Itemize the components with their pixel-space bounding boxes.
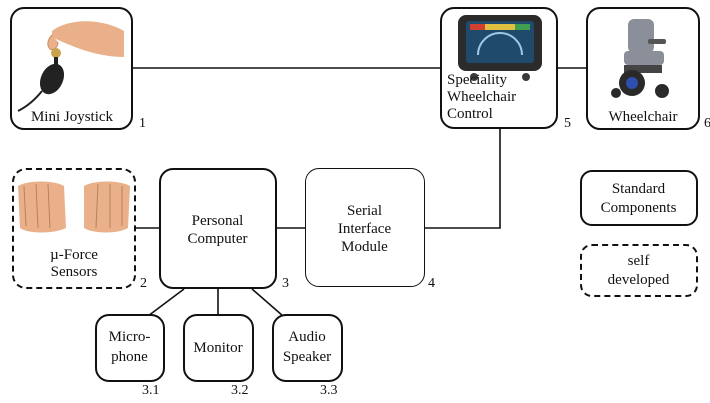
node-wheelchair: Wheelchair bbox=[586, 7, 700, 130]
wheelchair-control-label-1: Speciality bbox=[447, 72, 507, 88]
wheelchair-control-label-2: Wheelchair bbox=[447, 89, 517, 105]
wire-serial-control bbox=[425, 129, 501, 229]
microphone-label-2: phone bbox=[111, 349, 148, 365]
monitor-number: 3.2 bbox=[231, 383, 249, 398]
personal-computer-label-2: Computer bbox=[187, 231, 248, 247]
legend-standard-components: Standard Components bbox=[580, 170, 698, 226]
serial-interface-label-2: Interface bbox=[337, 221, 392, 237]
serial-interface-number: 4 bbox=[428, 276, 435, 291]
mini-joystick-number: 1 bbox=[139, 116, 146, 131]
mini-joystick-label: Mini Joystick bbox=[30, 109, 114, 125]
node-microphone: Micro- phone bbox=[95, 314, 165, 382]
microphone-label-1: Micro- bbox=[108, 329, 151, 345]
microphone-number: 3.1 bbox=[142, 383, 160, 398]
wheelchair-control-label-3: Control bbox=[447, 106, 493, 122]
force-sensors-label-1: µ-Force bbox=[50, 247, 98, 263]
audio-speaker-number: 3.3 bbox=[320, 383, 338, 398]
wire-computer-microphone bbox=[147, 288, 185, 317]
serial-interface-label-3: Module bbox=[341, 239, 388, 255]
audio-speaker-label-1: Audio bbox=[288, 329, 326, 345]
legend-self-developed: self developed bbox=[580, 244, 698, 297]
audio-speaker-label-2: Speaker bbox=[282, 349, 332, 365]
wheelchair-label: Wheelchair bbox=[608, 109, 678, 125]
legend-self-label-1: self bbox=[627, 253, 650, 269]
node-monitor: Monitor bbox=[183, 314, 254, 382]
monitor-label: Monitor bbox=[193, 340, 243, 356]
serial-interface-label-1: Serial bbox=[347, 203, 382, 219]
node-serial-interface: Serial Interface Module bbox=[305, 168, 425, 287]
personal-computer-number: 3 bbox=[282, 276, 289, 291]
wheelchair-icon bbox=[611, 19, 669, 98]
personal-computer-label-1: Personal bbox=[191, 213, 244, 229]
legend-standard-label-1: Standard bbox=[611, 181, 666, 197]
legend-standard-label-2: Components bbox=[600, 200, 677, 216]
wheelchair-number: 6 bbox=[704, 116, 710, 131]
node-wheelchair-control: Speciality Wheelchair Control bbox=[440, 7, 558, 129]
wire-computer-speaker bbox=[251, 288, 284, 317]
joystick-hand-icon bbox=[17, 21, 124, 112]
legend-self-label-2: developed bbox=[607, 272, 670, 288]
wheelchair-control-number: 5 bbox=[564, 116, 571, 131]
controller-screen-icon bbox=[458, 15, 542, 81]
node-mini-joystick: Mini Joystick bbox=[10, 7, 133, 130]
force-sensors-number: 2 bbox=[140, 276, 147, 291]
fingertips-icon bbox=[18, 181, 130, 233]
node-audio-speaker: Audio Speaker bbox=[272, 314, 343, 382]
node-personal-computer: Personal Computer bbox=[159, 168, 277, 289]
node-force-sensors: µ-Force Sensors bbox=[12, 168, 136, 289]
force-sensors-label-2: Sensors bbox=[50, 264, 98, 280]
